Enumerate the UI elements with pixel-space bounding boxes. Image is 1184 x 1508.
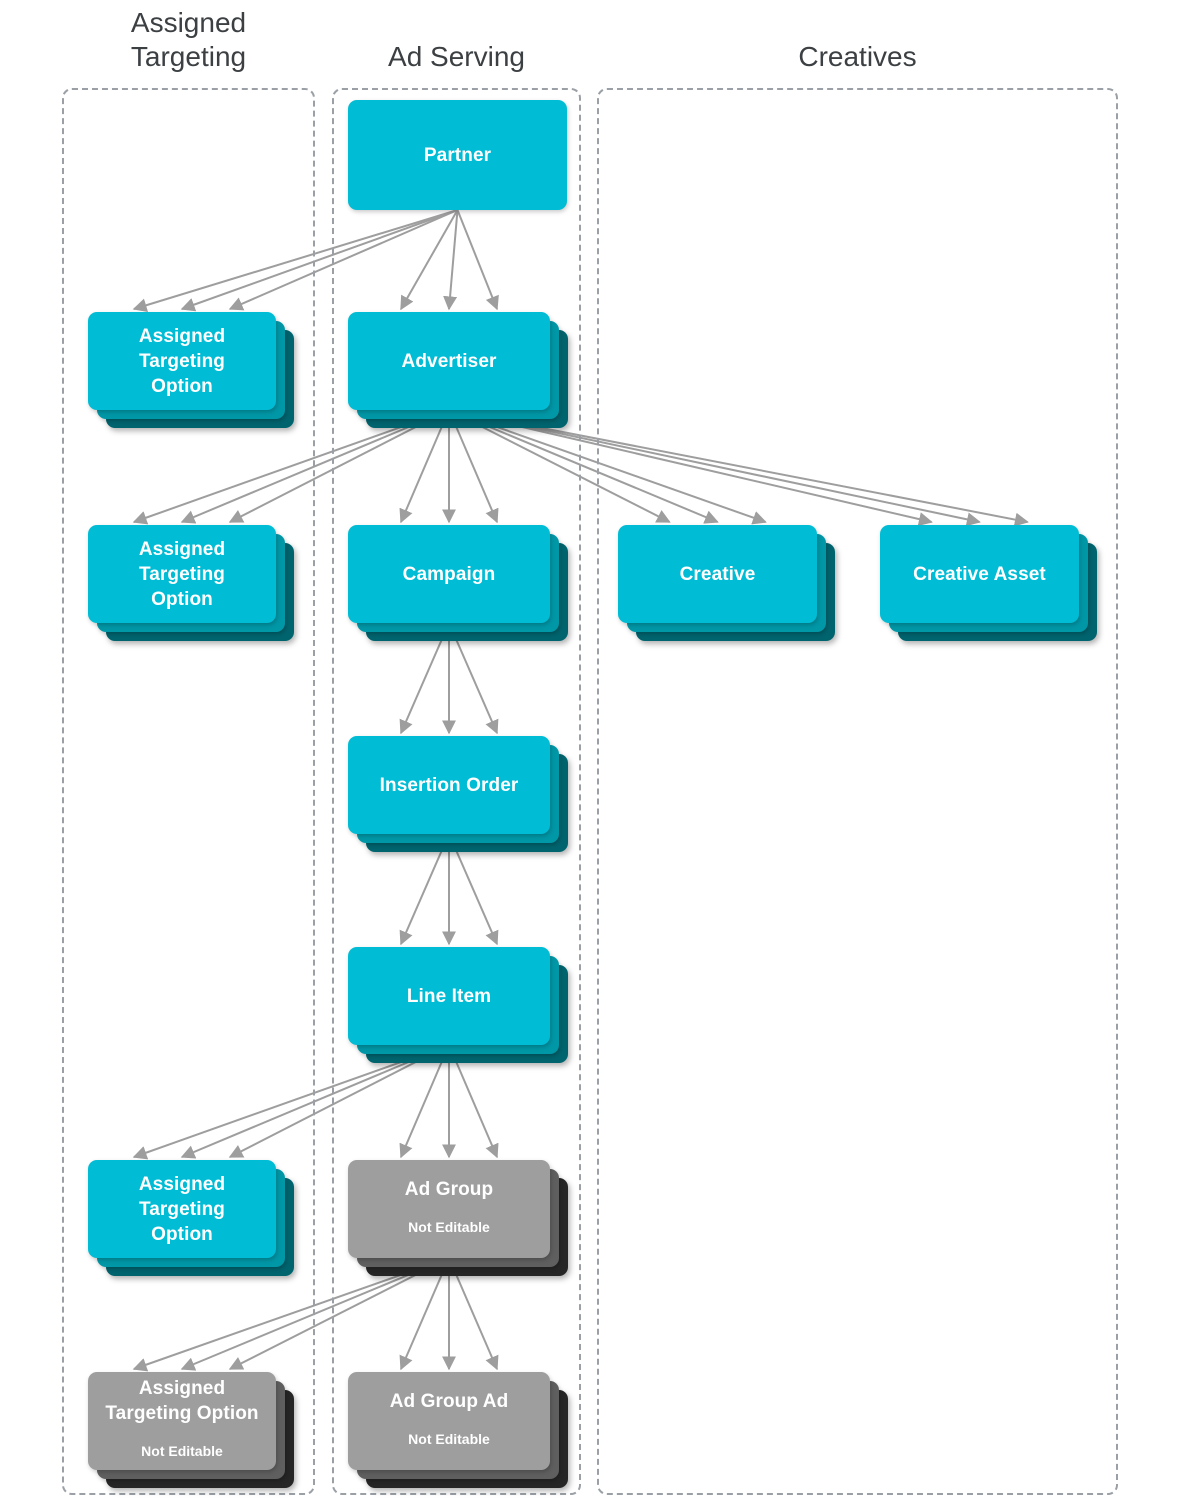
node-face: Campaign	[348, 525, 550, 623]
node-face: Ad Group Ad Not Editable	[348, 1372, 550, 1470]
node-label: Assigned Targeting Option	[105, 1378, 259, 1424]
node-ato-advertiser[interactable]: Assigned Targeting Option	[88, 525, 294, 641]
node-label: Partner	[423, 144, 492, 166]
node-label: Assigned Targeting Option	[138, 1173, 226, 1245]
node-label: Ad Group Ad	[389, 1390, 509, 1412]
swimlane-ad-serving	[332, 88, 581, 1495]
node-sublabel: Not Editable	[408, 1218, 490, 1235]
node-face: Assigned Targeting Option	[88, 1160, 276, 1258]
node-label: Insertion Order	[379, 774, 519, 796]
node-label: Creative Asset	[913, 563, 1046, 585]
node-sublabel: Not Editable	[141, 1443, 223, 1459]
node-face: Line Item	[348, 947, 550, 1045]
node-ato-partner[interactable]: Assigned Targeting Option	[88, 312, 294, 428]
node-insertion-order[interactable]: Insertion Order	[348, 736, 568, 852]
node-face: Creative Asset	[880, 525, 1079, 623]
node-face: Partner	[348, 100, 567, 210]
node-campaign[interactable]: Campaign	[348, 525, 568, 641]
node-advertiser[interactable]: Advertiser	[348, 312, 568, 428]
node-face: Advertiser	[348, 312, 550, 410]
node-label: Line Item	[406, 985, 492, 1007]
node-sublabel: Not Editable	[408, 1430, 490, 1447]
column-title-assigned-targeting: Assigned Targeting	[130, 7, 247, 72]
node-label: Assigned Targeting Option	[138, 538, 226, 610]
node-line-item[interactable]: Line Item	[348, 947, 568, 1063]
node-creative[interactable]: Creative	[618, 525, 835, 641]
node-face: Assigned Targeting Option	[88, 312, 276, 410]
node-creative-asset[interactable]: Creative Asset	[880, 525, 1097, 641]
node-label: Campaign	[402, 563, 496, 585]
node-ad-group-ad[interactable]: Ad Group Ad Not Editable	[348, 1372, 568, 1488]
node-face: Insertion Order	[348, 736, 550, 834]
node-label: Advertiser	[401, 350, 497, 372]
node-label: Ad Group	[404, 1178, 494, 1200]
node-partner[interactable]: Partner	[348, 100, 567, 210]
column-title-ad-serving: Ad Serving	[388, 41, 525, 72]
swimlane-assigned-targeting	[62, 88, 315, 1495]
node-label: Creative	[679, 563, 756, 585]
column-title-creatives: Creatives	[798, 41, 917, 72]
node-ato-lineitem[interactable]: Assigned Targeting Option	[88, 1160, 294, 1276]
node-face: Creative	[618, 525, 817, 623]
node-face: Assigned Targeting Option	[88, 525, 276, 623]
node-label: Assigned Targeting Option	[138, 325, 226, 397]
swimlane-creatives	[597, 88, 1118, 1495]
